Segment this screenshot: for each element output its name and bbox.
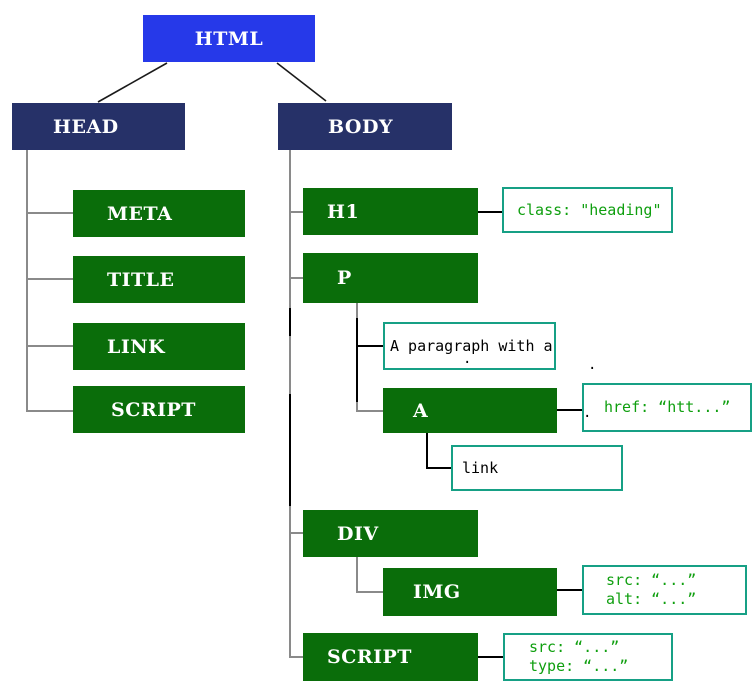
annotation-a-line: href: “htt...”: [604, 398, 731, 416]
node-a-label: A: [413, 399, 429, 422]
connector-body-p: [289, 277, 303, 279]
connector-img-annotation: [557, 589, 582, 591]
annotation-script-line2: type: “...”: [529, 657, 629, 675]
connector-div-img: [356, 591, 383, 593]
node-script-head-label: SCRIPT: [111, 398, 196, 421]
node-p-label: P: [337, 267, 352, 289]
node-body-label: BODY: [328, 115, 394, 138]
connector-h1-annotation: [478, 211, 502, 213]
textnode-paragraph-text: A paragraph with a: [390, 336, 553, 355]
node-script-head: SCRIPT: [73, 386, 245, 433]
connector-head-script: [26, 410, 73, 412]
connector-script-annotation: [478, 656, 503, 658]
paragraph-wrap-dot: .: [463, 351, 472, 367]
node-meta-label: META: [107, 202, 173, 225]
connector-body-trunk-black-segment: [289, 394, 291, 506]
node-a: A: [383, 388, 557, 433]
node-div: DIV: [303, 510, 478, 557]
href-stray-dot-below: .: [583, 405, 592, 421]
href-stray-dot-above: .: [588, 357, 597, 373]
node-title: TITLE: [73, 256, 245, 303]
textnode-link-text: link: [462, 458, 499, 477]
connector-p-textnode: [356, 345, 383, 347]
node-link-label: LINK: [107, 335, 166, 358]
connector-body-h1: [289, 211, 305, 213]
node-meta: META: [73, 190, 245, 237]
textnode-link: link: [451, 445, 623, 491]
edge-html-body: [276, 62, 327, 102]
connector-head-title: [26, 278, 73, 280]
node-h1-label: H1: [327, 200, 360, 223]
connector-head-meta: [26, 212, 73, 214]
node-img-label: IMG: [413, 581, 461, 603]
connector-body-trunk-black-segment: [289, 308, 291, 336]
annotation-h1-class: class: "heading": [502, 187, 673, 233]
connector-head-link: [26, 345, 73, 347]
edge-html-head: [97, 62, 168, 103]
node-h1: H1: [303, 188, 478, 235]
node-img: IMG: [383, 568, 557, 616]
connector-body-div: [289, 532, 303, 534]
connector-p-trunk-black-segment: [356, 318, 358, 402]
annotation-h1-line: class: "heading": [517, 200, 662, 219]
connector-head-trunk: [26, 150, 28, 412]
node-head: HEAD: [12, 103, 185, 150]
connector-p-a: [356, 410, 383, 412]
connector-a-annotation: [557, 409, 582, 411]
node-div-label: DIV: [337, 522, 379, 545]
annotation-script-line1: src: “...”: [529, 638, 620, 656]
annotation-a-href: href: “htt...”: [582, 383, 752, 432]
node-script-body: SCRIPT: [303, 633, 478, 681]
node-script-body-label: SCRIPT: [327, 646, 412, 668]
annotation-script-attrs: src: “...” type: “...”: [503, 633, 673, 681]
annotation-img-line2: alt: “...”: [606, 590, 697, 608]
textnode-paragraph: A paragraph with a: [383, 322, 556, 370]
connector-body-script: [289, 656, 303, 658]
node-body: BODY: [278, 103, 452, 150]
node-link: LINK: [73, 323, 245, 370]
node-p: P: [303, 253, 478, 303]
node-html: HTML: [143, 15, 315, 62]
connector-a-trunk: [426, 433, 428, 469]
node-html-label: HTML: [194, 27, 264, 50]
annotation-img-attrs: src: “...” alt: “...”: [582, 565, 747, 615]
connector-a-textnode: [426, 467, 451, 469]
connector-div-trunk: [356, 557, 358, 593]
annotation-img-line1: src: “...”: [606, 571, 697, 589]
node-title-label: TITLE: [107, 268, 175, 291]
node-head-label: HEAD: [53, 115, 119, 138]
